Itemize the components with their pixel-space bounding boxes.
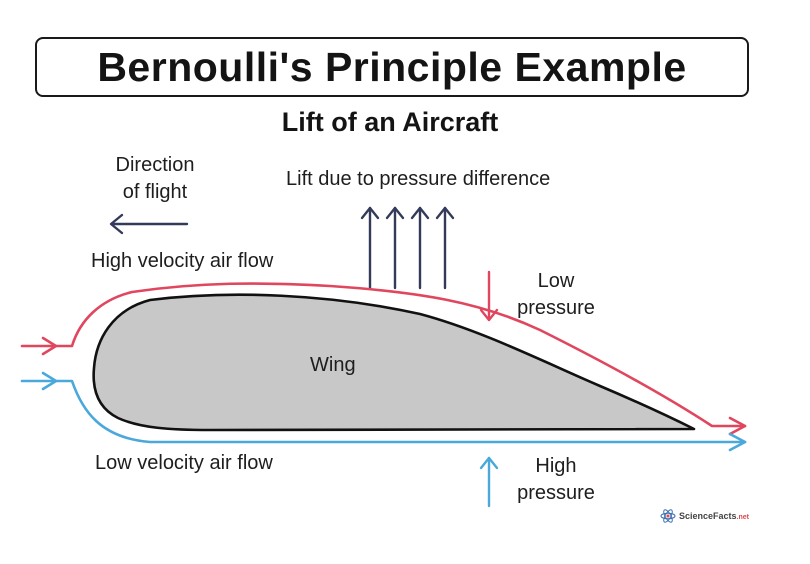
lift-label: Lift due to pressure difference bbox=[286, 168, 551, 190]
logo-name: ScienceFacts bbox=[679, 511, 737, 521]
lift-arrows bbox=[360, 206, 455, 290]
lower-flow-line bbox=[20, 371, 747, 452]
low-pressure-arrow bbox=[479, 270, 499, 322]
wing-label: Wing bbox=[310, 354, 356, 376]
direction-label-line2: of flight bbox=[122, 181, 188, 203]
low-pressure-line1: Low bbox=[537, 270, 575, 292]
logo-text: ScienceFacts.net bbox=[679, 511, 749, 521]
direction-label: Direction of flight bbox=[95, 152, 215, 206]
high-pressure-arrow bbox=[479, 456, 499, 508]
direction-arrow bbox=[109, 213, 189, 235]
title-box: Bernoulli's Principle Example bbox=[35, 37, 749, 97]
page-title: Bernoulli's Principle Example bbox=[97, 43, 687, 90]
high-pressure-line1: High bbox=[535, 455, 577, 477]
wing-shape bbox=[92, 293, 696, 432]
upper-flow-line bbox=[20, 282, 747, 436]
high-pressure-label: High pressure bbox=[500, 453, 612, 507]
low-pressure-label: Low pressure bbox=[500, 268, 612, 322]
logo-suffix: .net bbox=[736, 514, 749, 521]
high-velocity-label: High velocity air flow bbox=[91, 250, 274, 272]
subtitle: Lift of an Aircraft bbox=[281, 107, 499, 137]
atom-icon bbox=[660, 509, 676, 523]
sciencefacts-logo: ScienceFacts.net bbox=[660, 508, 749, 524]
high-pressure-line2: pressure bbox=[517, 482, 595, 504]
direction-label-line1: Direction bbox=[115, 154, 195, 176]
low-pressure-line2: pressure bbox=[517, 297, 595, 319]
low-velocity-label: Low velocity air flow bbox=[95, 452, 273, 474]
